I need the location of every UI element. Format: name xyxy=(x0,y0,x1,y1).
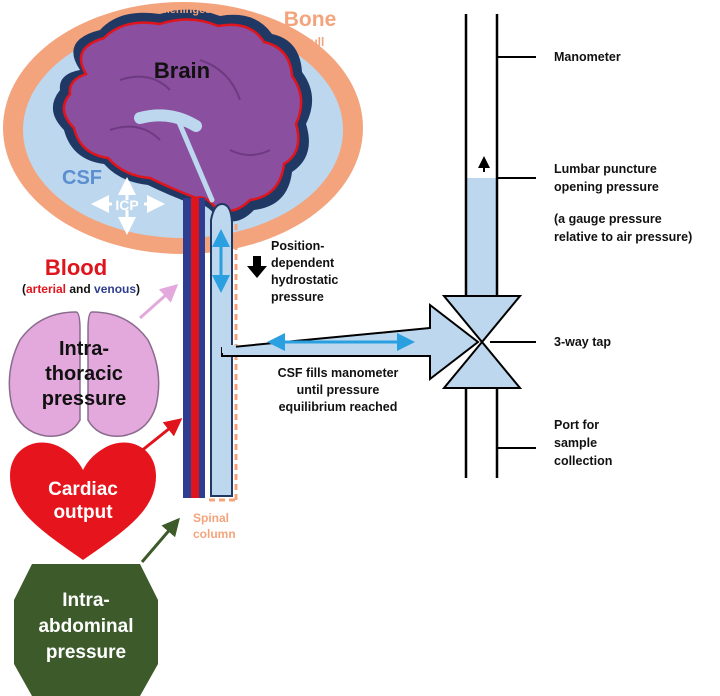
hydrostatic-line-4: pressure xyxy=(271,290,324,304)
blood-label: Blood xyxy=(45,255,107,280)
gauge-line-1: (a gauge pressure xyxy=(554,212,662,226)
blood-subtitle: (arterial and venous) xyxy=(22,282,140,296)
tap-lower-funnel xyxy=(441,340,523,389)
lungs xyxy=(8,311,160,437)
spinal-column-outline xyxy=(209,224,238,502)
intraabdominal-line-3: pressure xyxy=(46,642,126,663)
spinal-line-1: Spinal xyxy=(193,511,229,525)
hydrostatic-arrow xyxy=(247,256,267,278)
spinal-line-2: column xyxy=(193,527,236,541)
cardiac-line-2: output xyxy=(53,502,113,523)
tap-upper-funnel xyxy=(441,295,523,344)
port-line-1: Port for xyxy=(554,418,599,432)
csf-fill-line-2: until pressure xyxy=(297,383,380,397)
blood-vessels xyxy=(183,198,205,498)
abdominal-arrow xyxy=(140,517,180,563)
lumbar-line-1: Lumbar puncture xyxy=(554,162,657,176)
lumbar-line-2: opening pressure xyxy=(554,180,659,194)
vein xyxy=(183,198,191,498)
ventricle xyxy=(134,109,215,203)
cardiac-line-1: Cardiac xyxy=(48,479,118,500)
intrathoracic-line-3: pressure xyxy=(42,388,127,410)
intrathoracic-line-2: thoracic xyxy=(45,363,123,385)
port-line-3: collection xyxy=(554,454,612,468)
cardiac-arrow xyxy=(139,418,183,454)
and-text: and xyxy=(66,282,94,296)
hydrostatic-line-2: dependent xyxy=(271,256,335,270)
csf-fill-line-3: equilibrium reached xyxy=(279,400,398,414)
paren-open: ( xyxy=(22,282,26,296)
artery xyxy=(191,198,199,498)
venous-text: venous xyxy=(94,282,136,296)
skull-label: Skull xyxy=(296,35,325,49)
paren-close: ) xyxy=(136,282,140,296)
bone-label: Bone xyxy=(284,8,337,31)
heart xyxy=(10,442,156,560)
sample-port-tube xyxy=(464,388,499,478)
icp-label: ICP xyxy=(115,197,138,213)
manometer-label: Manometer xyxy=(554,50,621,64)
port-line-2: sample xyxy=(554,436,597,450)
hydrostatic-line-1: Position- xyxy=(271,239,324,253)
meninges-label: Meninges xyxy=(161,4,212,16)
left-lung xyxy=(8,311,81,437)
gauge-line-2: relative to air pressure) xyxy=(554,230,692,244)
csf-fill-line-1: CSF fills manometer xyxy=(278,366,399,380)
csf-label: CSF xyxy=(62,167,102,189)
brain-label: Brain xyxy=(154,58,210,83)
intraabdominal-line-2: abdominal xyxy=(38,616,133,637)
manometer-tube xyxy=(464,14,499,298)
intraabdominal-line-1: Intra- xyxy=(62,590,110,611)
thoracic-arrow xyxy=(139,284,179,320)
intrathoracic-line-1: Intra- xyxy=(59,338,109,360)
tap-label: 3-way tap xyxy=(554,335,611,349)
vein-2 xyxy=(199,198,205,498)
abdomen xyxy=(14,564,158,696)
hydrostatic-line-3: hydrostatic xyxy=(271,273,338,287)
callout-lines xyxy=(490,56,536,449)
arterial-text: arterial xyxy=(26,282,66,296)
icp-arrows xyxy=(91,177,165,235)
right-lung xyxy=(87,311,160,437)
